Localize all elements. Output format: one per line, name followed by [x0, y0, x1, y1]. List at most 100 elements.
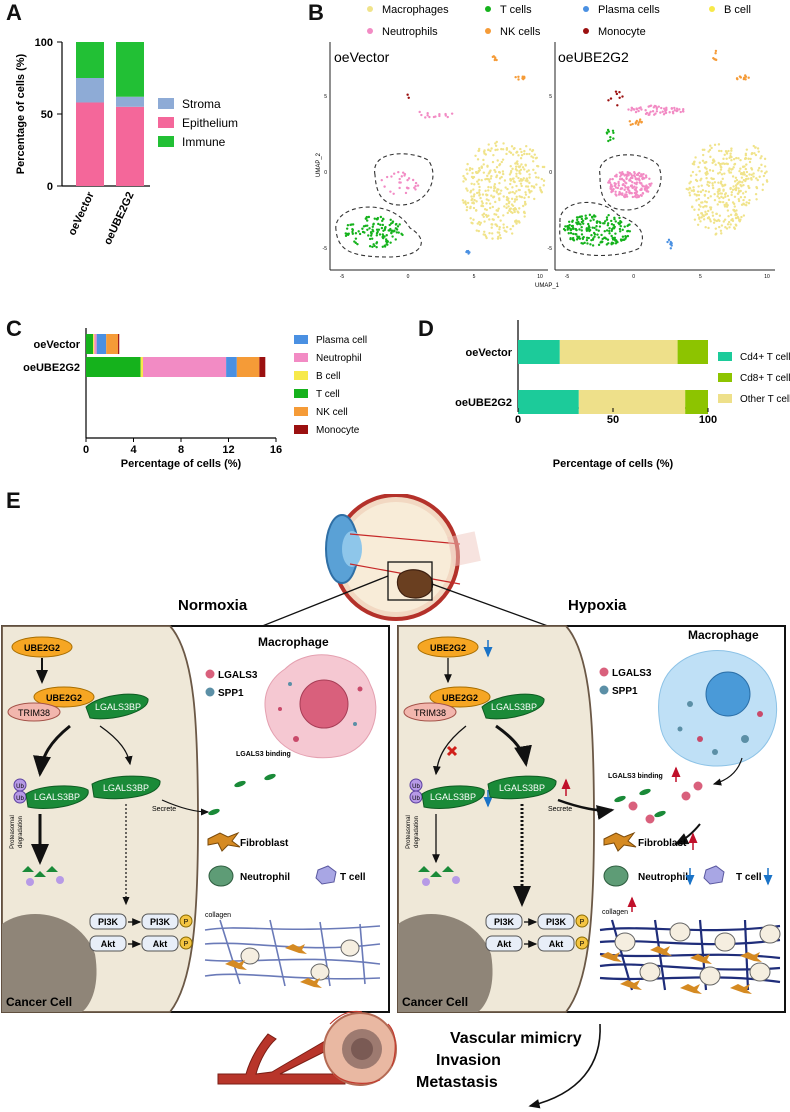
- b-point-macrophage: [711, 161, 714, 165]
- b-point-macrophage: [519, 178, 523, 181]
- b-point-macrophage: [515, 190, 518, 193]
- e-left-lgals3: LGALS3: [218, 670, 258, 681]
- b-point-neutrophil: [630, 174, 634, 178]
- panel-a-chart: 0 50 100 Percentage of cells (%) oeVecto…: [15, 37, 238, 247]
- b-point-macrophage: [490, 147, 493, 150]
- b-point-neutrophil: [659, 111, 662, 114]
- b-point-macrophage: [481, 193, 485, 196]
- b-point-neutrophil: [679, 110, 682, 114]
- b-point-macrophage: [508, 173, 512, 176]
- b-point-macrophage: [722, 157, 725, 161]
- b-point-macrophage: [472, 195, 476, 198]
- b-point-macrophage: [757, 150, 760, 153]
- b-point-macrophage: [748, 160, 752, 164]
- b-point-macrophage: [482, 171, 486, 174]
- b-point-nk: [638, 118, 642, 121]
- b-point-tcell: [373, 217, 376, 220]
- b-point-macrophage: [722, 162, 725, 165]
- b-point-macrophage: [701, 188, 705, 192]
- b-point-macrophage: [737, 197, 740, 201]
- b-point-macrophage: [718, 171, 722, 174]
- b-point-macrophage: [497, 193, 500, 196]
- d-legend-swatch: [718, 394, 732, 403]
- b-point-macrophage: [520, 184, 523, 188]
- b-point-macrophage: [471, 171, 474, 175]
- e-right-neutrophil: Neutrophil: [638, 872, 688, 883]
- b-point-macrophage: [747, 157, 750, 160]
- b-point-nk: [634, 122, 637, 125]
- b-point-macrophage: [718, 200, 721, 204]
- b-point-macrophage: [707, 196, 710, 200]
- b-point-macrophage: [474, 170, 478, 174]
- b-point-macrophage: [701, 153, 705, 157]
- b-point-macrophage: [485, 236, 488, 240]
- b-point-tcell: [365, 215, 369, 219]
- b-point-neutrophil: [626, 188, 630, 191]
- b-point-macrophage: [502, 195, 505, 198]
- b-point-macrophage: [698, 161, 702, 164]
- b-point-neutrophil: [671, 110, 675, 114]
- b-point-neutrophil: [675, 107, 679, 110]
- b-xtick: -5: [340, 274, 345, 280]
- b-ytick: 0: [549, 170, 552, 176]
- e-right-lgals3: LGALS3: [612, 668, 652, 679]
- b-point-macrophage: [524, 203, 527, 206]
- b-point-neutrophil: [673, 106, 676, 110]
- b-point-macrophage: [763, 157, 767, 161]
- b-point-macrophage: [511, 153, 515, 156]
- b-point-macrophage: [760, 155, 763, 158]
- b-point-macrophage: [760, 163, 763, 167]
- b-point-tcell: [608, 229, 611, 233]
- b-point-macrophage: [708, 181, 711, 184]
- b-point-macrophage: [523, 196, 526, 200]
- b-point-macrophage: [477, 229, 481, 233]
- b-point-tcell: [389, 227, 392, 231]
- b-point-macrophage: [514, 165, 518, 168]
- d-bar-oeVector-other-t-cells: [559, 340, 678, 364]
- b-point-neutrophil: [631, 176, 634, 180]
- b-point-macrophage: [716, 172, 720, 175]
- b-point-macrophage: [499, 236, 502, 240]
- b-point-tcell: [581, 237, 585, 241]
- b-point-macrophage: [512, 180, 515, 183]
- b-point-macrophage: [518, 207, 521, 210]
- e-right-pi3k-p: PI3K: [546, 917, 567, 927]
- b-point-tcell: [606, 224, 610, 227]
- b-point-tcell: [612, 131, 615, 135]
- b-point-tcell: [619, 224, 622, 228]
- a-legend-swatch-epithelium: [158, 117, 174, 128]
- b-point-neutrophil: [678, 108, 681, 111]
- b-point-tcell: [610, 222, 614, 226]
- d-xtick: 50: [607, 414, 619, 426]
- b-point-neutrophil: [668, 111, 671, 114]
- b-point-macrophage: [533, 153, 536, 156]
- b-point-macrophage: [488, 231, 491, 235]
- b-point-macrophage: [745, 204, 748, 207]
- b-point-macrophage: [532, 168, 535, 172]
- b-point-macrophage: [724, 192, 728, 195]
- b-xtick: 5: [699, 274, 702, 280]
- b-point-macrophage: [468, 166, 472, 170]
- d-xtick: 0: [515, 414, 521, 426]
- b-point-tcell: [354, 241, 357, 245]
- b-point-macrophage: [720, 232, 723, 235]
- b-point-tcell: [396, 225, 400, 228]
- b-point-neutrophil: [438, 112, 441, 116]
- b-point-macrophage: [530, 190, 533, 193]
- b-point-tcell: [596, 233, 599, 236]
- b-legend-label-nk: NK cells: [500, 26, 541, 38]
- b-point-neutrophil: [630, 106, 634, 110]
- e-left-tcell: T cell: [340, 872, 366, 883]
- b-point-macrophage: [523, 149, 526, 153]
- b-point-macrophage: [728, 156, 731, 160]
- b-point-tcell: [588, 213, 592, 217]
- b-point-tcell: [384, 225, 387, 229]
- b-point-macrophage: [480, 204, 484, 207]
- b-point-macrophage: [462, 174, 465, 178]
- b-point-macrophage: [493, 168, 496, 172]
- b-point-neutrophil: [662, 107, 666, 110]
- b-point-macrophage: [701, 159, 705, 162]
- b-point-tcell: [590, 234, 593, 237]
- b-outline-neutrophil-left: [374, 153, 434, 206]
